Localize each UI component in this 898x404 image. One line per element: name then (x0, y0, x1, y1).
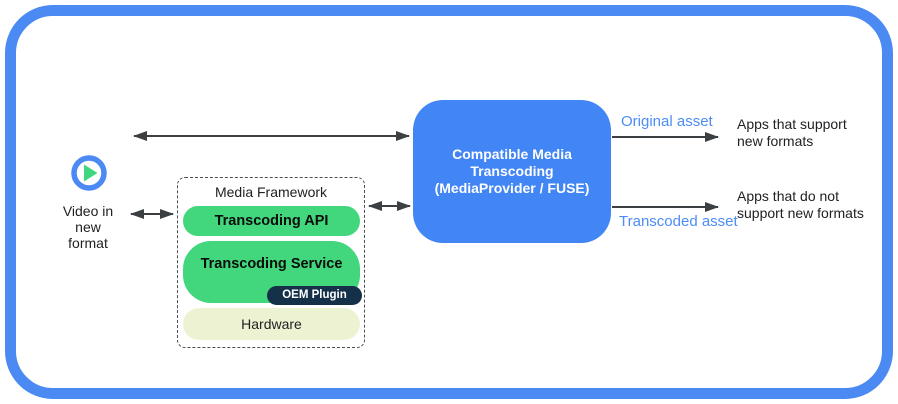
transcoded-asset-label: Transcoded asset (619, 213, 738, 230)
transcoding-api-pill: Transcoding API (183, 206, 360, 236)
apps-not-support-new-formats-label: Apps that do not support new formats (737, 188, 864, 221)
play-icon (71, 155, 107, 191)
video-source-label: Video in new format (62, 203, 114, 251)
oem-plugin-pill: OEM Plugin (267, 286, 362, 305)
compatible-media-transcoding-box: Compatible Media Transcoding (MediaProvi… (413, 100, 611, 243)
compatible-media-transcoding-title: Compatible Media Transcoding (MediaProvi… (434, 146, 590, 196)
media-framework-box: Media Framework Transcoding API Transcod… (177, 177, 365, 348)
hardware-pill: Hardware (183, 308, 360, 340)
media-framework-title: Media Framework (214, 184, 328, 200)
apps-support-new-formats-label: Apps that support new formats (737, 116, 847, 149)
original-asset-label: Original asset (621, 113, 713, 130)
outer-frame-border (5, 5, 893, 399)
